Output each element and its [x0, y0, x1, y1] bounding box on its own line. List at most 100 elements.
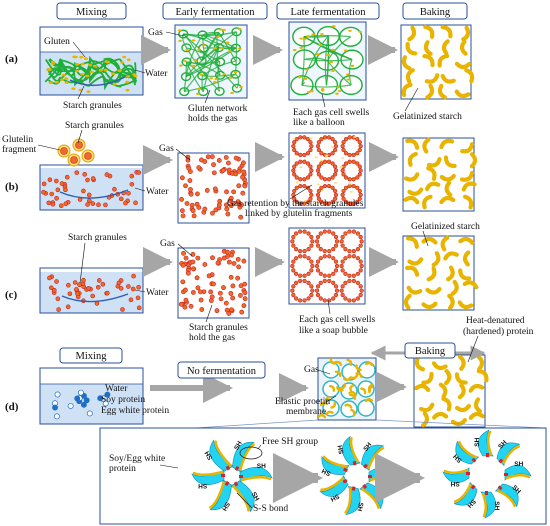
row-label-d: (d): [5, 401, 19, 413]
sh-label: SH: [493, 501, 500, 510]
sh-label: SH: [257, 463, 266, 470]
starch-granule-orange: [330, 175, 335, 180]
label-a-gelatinized: Gelatinized starch: [393, 112, 462, 122]
starch-granule-orange: [74, 287, 79, 292]
stage-header-baking: Baking: [402, 2, 468, 20]
starch-granule-orange: [49, 285, 54, 291]
protein-blade: SH: [504, 461, 532, 481]
starch-granule-orange: [343, 199, 349, 204]
starch-granule-orange: [351, 248, 356, 254]
starch-granule-orange: [310, 263, 315, 269]
gelatinized-starch: [431, 361, 448, 371]
yellow-protein-band: [487, 430, 493, 456]
starch-granule-orange: [70, 156, 78, 164]
gelatinized-starch: [440, 235, 450, 252]
gelatinized-starch: [401, 82, 413, 98]
starch-granule-orange: [81, 188, 86, 194]
starch-granule-orange: [292, 140, 297, 145]
starch-granule-orange: [226, 160, 231, 166]
label-heat-2: (hardened) protein: [463, 326, 534, 337]
starch-granule: [83, 57, 88, 61]
starch-granule-orange: [302, 254, 307, 259]
gelatinized-starch: [443, 155, 457, 168]
label-c-early-1: Starch granules: [189, 323, 248, 333]
starch-granule-orange: [183, 183, 188, 189]
glutelin-fragment: [339, 165, 343, 168]
starch-granule-orange: [237, 293, 243, 298]
starch-granule-orange: [75, 141, 83, 149]
starch-granule-orange: [90, 293, 95, 299]
starch-granule-orange: [188, 303, 194, 309]
gelatinized-starch: [426, 156, 442, 168]
starch-granule-orange: [340, 168, 345, 173]
starch-granule-orange: [211, 170, 217, 176]
starch-crescent: [329, 358, 337, 365]
gluten-fiber: [184, 73, 236, 93]
label-membrane-1: Elastic proetin: [275, 397, 330, 407]
starch-granule-orange: [221, 285, 226, 291]
gluten-fiber: [301, 84, 352, 88]
starch-granule-orange: [230, 295, 236, 301]
protein-blade: SH: [453, 481, 478, 509]
gelatinized-starch: [443, 251, 459, 261]
soy-protein: [97, 395, 104, 402]
starch-granule-orange: [233, 171, 239, 177]
starch-granule-orange: [330, 137, 335, 142]
starch-granule-orange: [95, 284, 101, 290]
starch-granule-orange: [340, 284, 345, 289]
protein-blade: SH: [442, 467, 470, 487]
starch-granule-orange: [187, 178, 193, 183]
starch-granule-orange: [341, 147, 346, 153]
starch-granule-orange: [118, 196, 124, 202]
gelatinized-starch: [458, 236, 475, 245]
starch-granule-orange: [343, 175, 349, 180]
starch-granule: [331, 69, 335, 73]
starch-granule-orange: [291, 259, 296, 264]
starch-granule-orange: [233, 155, 239, 161]
gluten-fiber: [303, 36, 353, 61]
starch-granule-orange: [316, 188, 321, 194]
starch-granule-orange: [357, 147, 362, 153]
starch-granule-orange: [359, 288, 364, 293]
starch-granule-orange: [355, 199, 360, 204]
starch-granule-orange: [302, 229, 307, 234]
starch-granule-orange: [315, 144, 321, 149]
starch-granule: [315, 53, 320, 56]
starch-crescent: [344, 403, 353, 409]
starch-granule-orange: [291, 234, 296, 240]
starch-granule-orange: [343, 137, 349, 142]
starch-granule-orange: [347, 152, 352, 158]
gelatinized-starch: [458, 268, 472, 281]
starch-granule: [199, 73, 203, 76]
starch-granule-orange: [340, 144, 345, 149]
starch-granule-orange: [347, 183, 352, 189]
box-c-mixing: [39, 267, 144, 314]
gelatinized-starch: [405, 138, 420, 150]
gluten-fiber: [183, 31, 220, 36]
starch-granule-orange: [308, 172, 313, 177]
starch-granule-orange: [351, 177, 356, 182]
starch-granule-orange: [351, 183, 356, 189]
starch-granule-orange: [357, 164, 362, 169]
starch-granule: [302, 37, 307, 41]
gluten-fiber: [348, 59, 353, 86]
starch-granule-orange: [133, 200, 138, 206]
starch-granule-orange: [197, 289, 203, 295]
stage-header-baking-text: Baking: [420, 7, 451, 18]
starch-granule-orange: [186, 165, 192, 171]
glutelin-fragment: [309, 137, 313, 140]
label-soy-egg-1: Soy/Egg white: [109, 454, 165, 464]
box-d-baked: [413, 354, 489, 428]
starch-granule-orange: [331, 247, 336, 252]
starch-granule-orange: [308, 188, 313, 194]
egg-white-protein: [67, 402, 74, 409]
gelatinized-starch: [424, 181, 441, 192]
starch-granule: [125, 88, 130, 92]
glutelin-fragment: [320, 189, 324, 192]
starch-granule-orange: [298, 248, 303, 254]
starch-granule-orange: [351, 159, 356, 164]
gelatinized-starch: [405, 236, 419, 249]
starch-granule-orange: [302, 278, 307, 284]
starch-granule-orange: [291, 243, 296, 248]
sh-label: SH: [514, 461, 523, 468]
